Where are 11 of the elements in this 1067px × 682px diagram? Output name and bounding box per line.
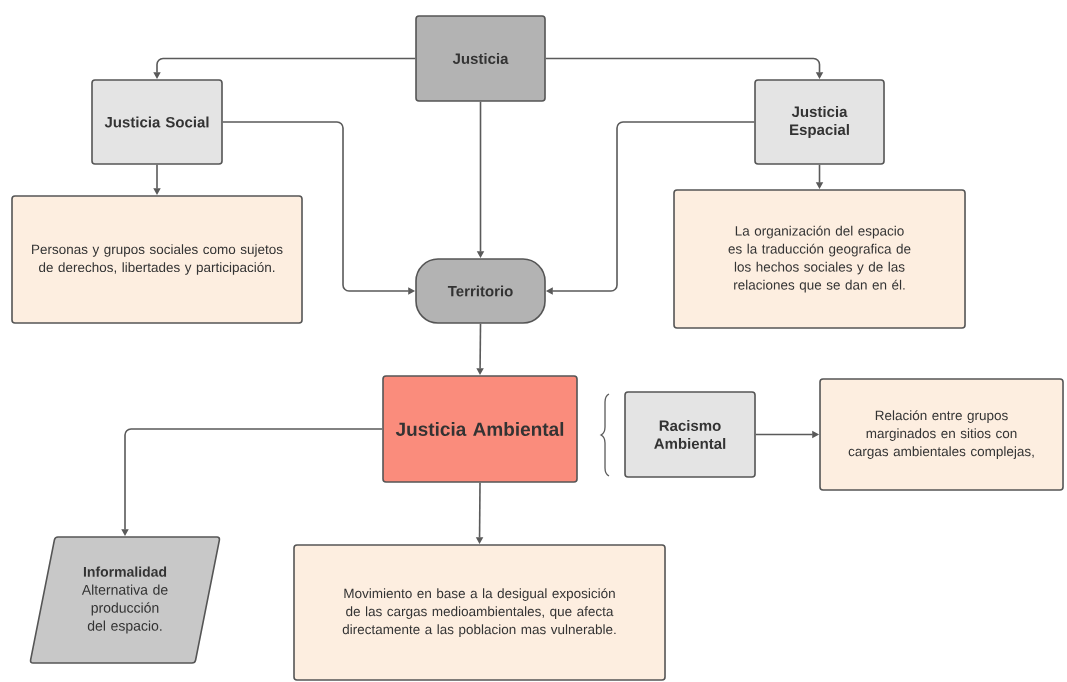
parallelogram-box: Informalidad Alternativa de producción del espacio. [29, 536, 221, 664]
process-box: Justicia Social [91, 79, 223, 165]
process-box: Justicia Ambiental [382, 375, 578, 483]
text-box: La organización del espacio es la traducción geografica de los hechos sociales y de las relaciones que se dan en él. [673, 189, 966, 329]
terminal-box: Territorio [415, 258, 546, 324]
process-box: Racismo Ambiental [624, 391, 756, 478]
process-box: Justicia Espacial [754, 79, 885, 165]
text-box: Movimiento en base a la desigual exposición de las cargas medioambientales, que afecta directamente a las poblacion mas vulnerable. [293, 544, 666, 681]
process-box: Justicia [415, 15, 546, 102]
text-box: Relación entre grupos marginados en sitios con cargas ambientales complejas, [819, 378, 1064, 491]
text-box: Personas y grupos sociales como sujetos de derechos, libertades y participación. [11, 195, 303, 324]
